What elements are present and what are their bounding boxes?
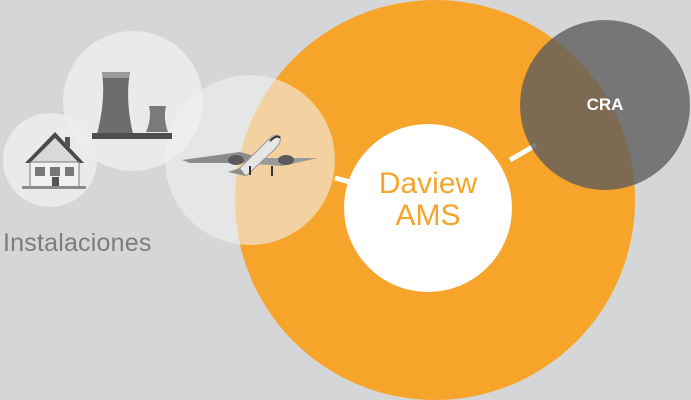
center-circle (344, 124, 512, 292)
airplane-icon (182, 134, 318, 177)
connector-left (334, 175, 351, 185)
cra-label: CRA (586, 95, 624, 114)
center-label-line1: Daview (378, 167, 478, 200)
center-label: Daview AMS (344, 168, 512, 232)
house-icon (22, 132, 86, 189)
center-label-line2: AMS (395, 199, 461, 232)
cooling-towers-icon (92, 72, 172, 139)
cra-circle (520, 20, 690, 190)
installations-label: Instalaciones (3, 229, 152, 257)
